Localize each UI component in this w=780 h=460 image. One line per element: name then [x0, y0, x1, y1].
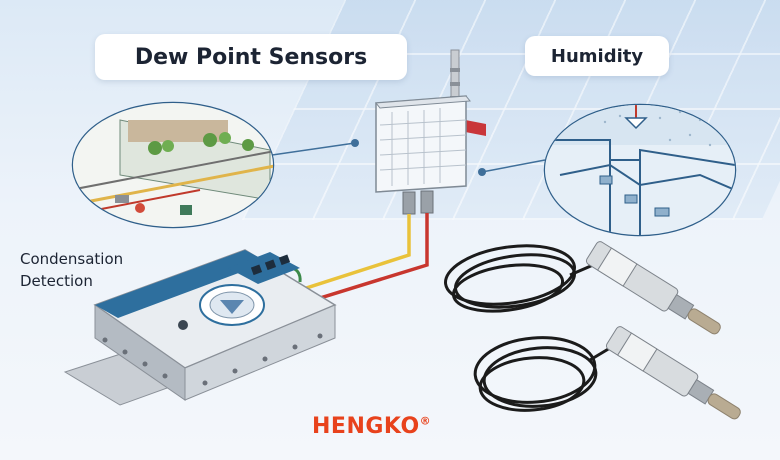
left-connector-dot [351, 139, 359, 147]
brand-logo: HENGKO® [312, 414, 431, 439]
condensation-detection-label: Condensation Detection [20, 248, 123, 292]
right-connector-line [481, 159, 546, 173]
brand-registered-mark: ® [419, 414, 432, 428]
dew-point-title: Dew Point Sensors [95, 34, 407, 80]
dew-point-transmitter-icon [375, 49, 486, 215]
facility-inset [71, 101, 275, 229]
humidity-title: Humidity [525, 36, 669, 76]
sensor-probe-icon [444, 241, 741, 420]
condensation-label-line2: Detection [20, 272, 93, 290]
right-connector-dot [478, 168, 486, 176]
humidity-inset [543, 103, 737, 237]
brand-name: HENGKO [312, 414, 420, 439]
condensation-label-line1: Condensation [20, 250, 124, 268]
condensation-controller-icon [63, 249, 337, 406]
